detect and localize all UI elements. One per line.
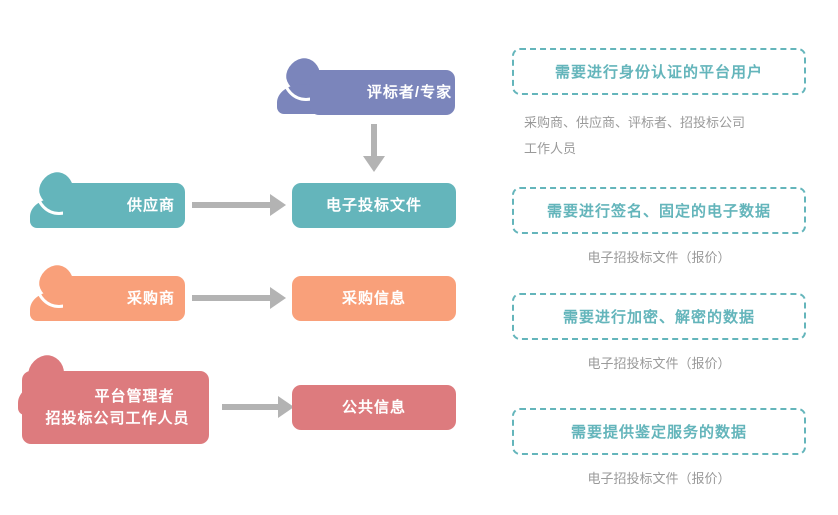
caption-line: 电子招投标文件（报价） [587, 356, 731, 371]
actor-pill-platform-admin[interactable]: 平台管理者 招投标公司工作人员 [22, 371, 209, 444]
actor-label-buyer: 采购商 [126, 289, 175, 307]
arrow-down-expert-to-bid [363, 124, 385, 172]
actor-label-platform-admin-line2: 招投标公司工作人员 [45, 409, 190, 427]
requirement-title-encryption: 需要进行加密、解密的数据 [562, 309, 755, 326]
requirement-title-identity: 需要进行身份认证的平台用户 [554, 64, 763, 81]
target-pill-purchase-info[interactable]: 采购信息 [292, 276, 456, 321]
target-pill-bid-document[interactable]: 电子投标文件 [292, 183, 456, 228]
caption-line: 采购商、供应商、评标者、招投标公司 工作人员 [524, 115, 746, 156]
actor-label-expert: 评标者/专家 [366, 83, 453, 101]
requirement-caption-encryption: 电子招投标文件（报价） [512, 351, 806, 377]
actor-pill-expert[interactable]: 评标者/专家 [310, 70, 455, 115]
caption-line: 电子招投标文件（报价） [587, 250, 731, 265]
requirement-box-signature[interactable]: 需要进行签名、固定的电子数据 [512, 187, 806, 234]
actor-pill-supplier[interactable]: 供应商 [63, 183, 185, 228]
target-label-bid-document: 电子投标文件 [325, 196, 422, 214]
arrow-right-buyer-to-info [192, 287, 286, 309]
requirement-caption-signature: 电子招投标文件（报价） [512, 245, 806, 271]
arrow-right-supplier-to-bid [192, 194, 286, 216]
requirement-box-identity[interactable]: 需要进行身份认证的平台用户 [512, 48, 806, 95]
requirement-caption-identity: 采购商、供应商、评标者、招投标公司 工作人员 [512, 110, 806, 162]
actor-label-platform-admin-line1: 平台管理者 [94, 387, 175, 405]
requirement-caption-appraisal: 电子招投标文件（报价） [512, 466, 806, 492]
actor-pill-buyer[interactable]: 采购商 [63, 276, 185, 321]
requirement-box-encryption[interactable]: 需要进行加密、解密的数据 [512, 293, 806, 340]
requirement-title-appraisal: 需要提供鉴定服务的数据 [570, 424, 747, 441]
actor-label-supplier: 供应商 [126, 196, 175, 214]
requirement-title-signature: 需要进行签名、固定的电子数据 [546, 203, 771, 220]
target-label-purchase-info: 采购信息 [341, 289, 406, 307]
target-label-public-info: 公共信息 [341, 398, 406, 416]
requirement-box-appraisal[interactable]: 需要提供鉴定服务的数据 [512, 408, 806, 455]
arrow-right-admin-to-public [222, 396, 294, 418]
target-pill-public-info[interactable]: 公共信息 [292, 385, 456, 430]
caption-line: 电子招投标文件（报价） [587, 471, 731, 486]
